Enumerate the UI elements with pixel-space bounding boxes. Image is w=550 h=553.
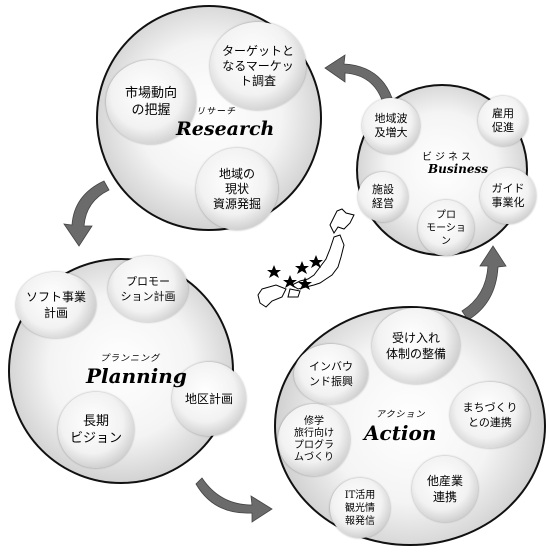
- business-kana: ビジネス: [422, 152, 474, 163]
- action-item-school-trip-label: 修学 旅行向け プログラ ムづくり: [294, 416, 334, 463]
- arrow-planning-to-action: [195, 477, 273, 523]
- arrow-business-to-research: [324, 54, 393, 104]
- business-item-facility: 施設 経営: [358, 172, 408, 222]
- action-item-it-info: IT活用 観光情 報発信: [330, 478, 390, 538]
- business-item-promotion: プロ モーショ ン: [418, 200, 474, 256]
- arrow-action-to-business: [461, 245, 507, 321]
- business-item-regional-ripple: 地域波 及増大: [362, 98, 420, 154]
- planning-item-long-term-vision: 長期 ビジョン: [58, 392, 134, 468]
- action-item-other-industries: 他産業 連携: [412, 456, 478, 522]
- research-item-market-trends: 市場動向 の把握: [106, 60, 196, 144]
- action-item-reception-system: 受け入れ 体制の整備: [372, 308, 460, 384]
- research-item-local-resources: 地域の 現状 資源発掘: [196, 148, 278, 230]
- planning-item-promotion-plan-label: プロモー ション計画: [120, 275, 176, 303]
- business-item-promotion-label: プロ モーショ ン: [426, 209, 466, 247]
- business-item-facility-label: 施設 経営: [372, 183, 394, 210]
- planning-item-soft-projects-label: ソフト事業 計画: [25, 290, 86, 320]
- research-title: Research: [176, 118, 275, 140]
- arrow-research-to-planning: [63, 180, 110, 247]
- action-kana: アクション: [376, 410, 426, 420]
- planning-item-long-term-vision-label: 長期 ビジョン: [69, 414, 122, 446]
- research-item-market-survey-label: ターゲットと なるマーケッ ト調査: [221, 43, 294, 88]
- research-item-market-trends-label: 市場動向 の把握: [124, 86, 177, 118]
- business-item-employment: 雇用 促進: [478, 96, 528, 146]
- research-kana: リサーチ: [196, 107, 237, 117]
- business-item-guide-label: ガイド 事業化: [491, 182, 525, 209]
- action-item-inbound: インバウ ンド振興: [294, 344, 368, 404]
- action-item-other-industries-label: 他産業 連携: [426, 474, 463, 504]
- action-item-town-development: まちづくり との連携: [450, 382, 530, 448]
- research-item-local-resources-label: 地域の 現状 資源発掘: [212, 166, 261, 211]
- japan-map-icon: [257, 208, 355, 308]
- research-item-market-survey: ターゲットと なるマーケッ ト調査: [210, 22, 306, 110]
- business-item-guide: ガイド 事業化: [480, 168, 536, 224]
- business-item-employment-label: 雇用 促進: [492, 107, 514, 134]
- action-item-inbound-label: インバウ ンド振興: [309, 360, 353, 388]
- planning-item-soft-projects: ソフト事業 計画: [16, 272, 96, 338]
- planning-item-promotion-plan: プロモー ション計画: [108, 256, 188, 322]
- planning-kana: プランニング: [100, 354, 161, 364]
- planning-item-district-plan-label: 地区計画: [184, 391, 233, 406]
- planning-item-district-plan: 地区計画: [172, 362, 246, 436]
- planning-title: Planning: [86, 364, 187, 388]
- action-title: Action: [364, 421, 437, 445]
- action-item-it-info-label: IT活用 観光情 報発信: [344, 489, 376, 527]
- action-item-school-trip: 修学 旅行向け プログラ ムづくり: [278, 404, 350, 476]
- business-item-regional-ripple-label: 地域波 及増大: [374, 112, 408, 139]
- business-title: Business: [428, 162, 489, 176]
- action-item-reception-system-label: 受け入れ 体制の整備: [385, 331, 446, 361]
- action-item-town-development-label: まちづくり との連携: [462, 401, 518, 429]
